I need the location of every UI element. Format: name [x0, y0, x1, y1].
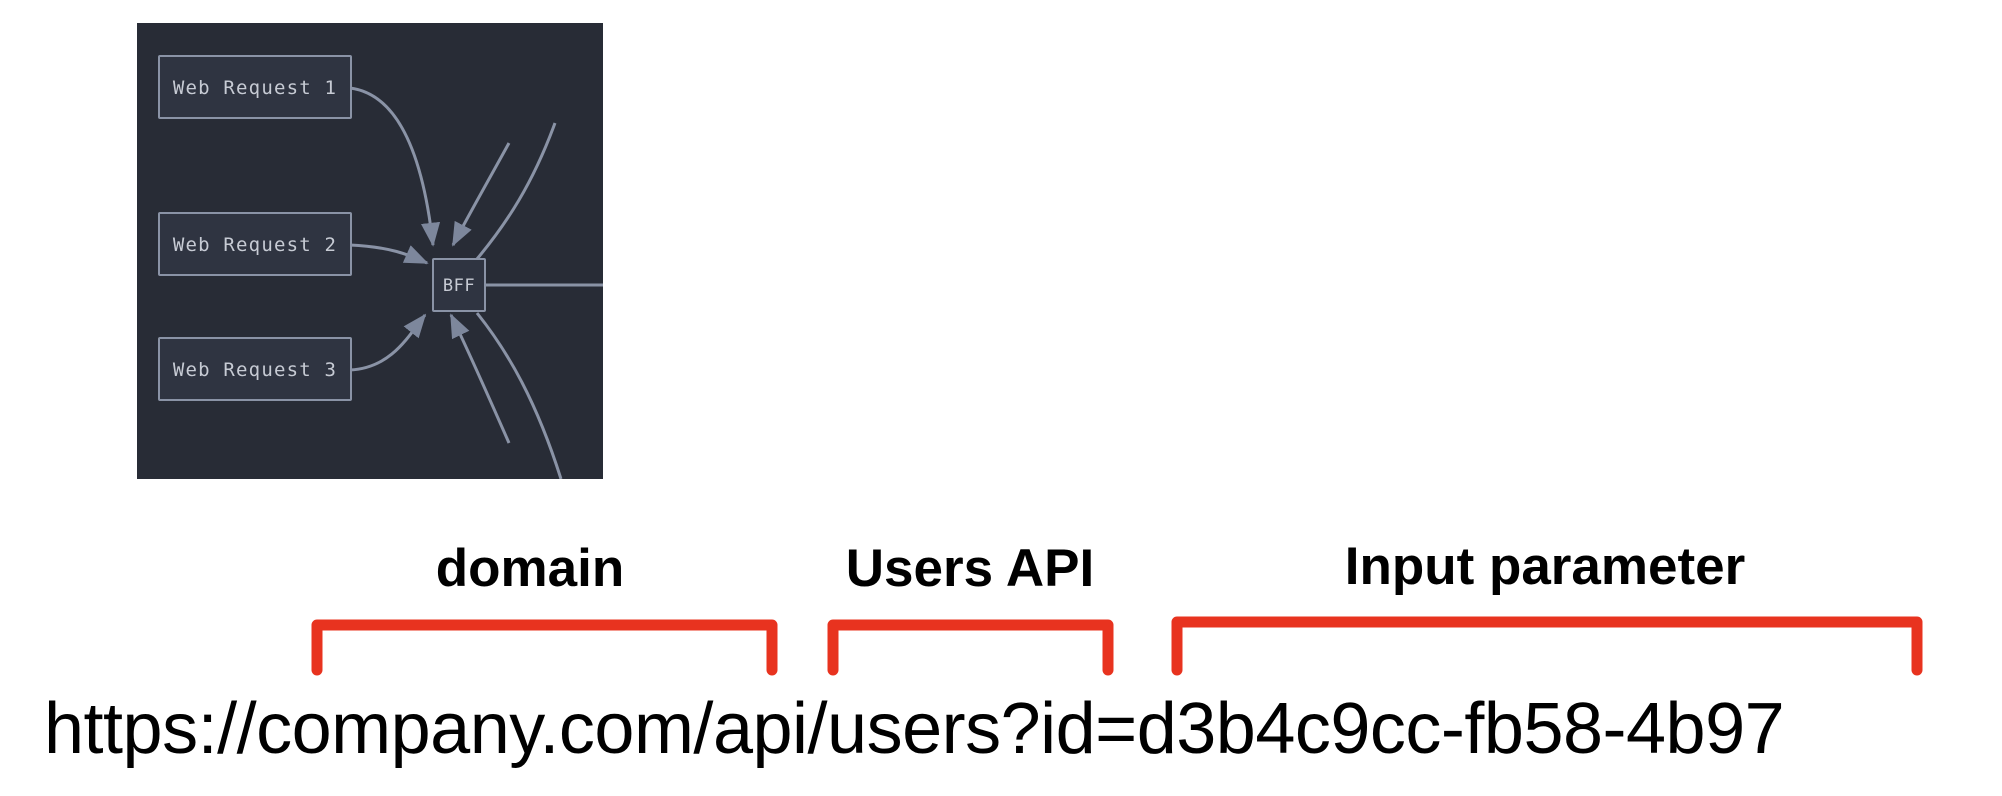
node-web-request-3[interactable]: Web Request 3 — [158, 337, 352, 401]
node-web-request-3-box — [158, 337, 352, 401]
segment-label-input-parameter: Input parameter — [1345, 537, 1746, 596]
node-bff-box — [432, 258, 486, 312]
node-bff-label: BFF — [443, 276, 475, 296]
node-web-request-1-box — [158, 55, 352, 119]
node-web-request-2[interactable]: Web Request 2 — [158, 212, 352, 276]
edge-request1-to-bff — [349, 86, 441, 247]
segment-label-users-api: Users API — [846, 539, 1094, 598]
node-web-request-2-box — [158, 212, 352, 276]
edge-offscreen-bottom-to-bff — [449, 313, 511, 444]
node-web-request-3-label: Web Request 3 — [173, 359, 337, 381]
bracket-users-api — [827, 619, 1114, 676]
url-anatomy-section: domain Users API Input parameter https:/… — [0, 498, 2002, 796]
node-web-request-1[interactable]: Web Request 1 — [158, 55, 352, 119]
edge-bff-to-downstream-upper — [475, 122, 557, 260]
edge-offscreen-top-to-bff — [451, 142, 511, 247]
node-web-request-2-label: Web Request 2 — [173, 234, 337, 256]
node-bff[interactable]: BFF — [432, 258, 486, 312]
architecture-diagram-canvas: Web Request 1 Web Request 2 Web Request … — [137, 23, 603, 479]
edge-request2-to-bff — [349, 243, 429, 265]
bracket-domain — [311, 619, 778, 676]
url-anatomy-canvas: domain Users API Input parameter https:/… — [44, 537, 1923, 769]
edge-bff-to-downstream-lower — [475, 312, 563, 479]
edge-request3-to-bff — [349, 313, 427, 372]
bracket-input-parameter — [1171, 616, 1923, 676]
diagram-edges — [349, 86, 603, 479]
architecture-diagram-panel: Web Request 1 Web Request 2 Web Request … — [137, 23, 603, 479]
segment-label-domain: domain — [436, 539, 624, 598]
node-web-request-1-label: Web Request 1 — [173, 77, 337, 99]
url-string[interactable]: https://company.com/api/users?id=d3b4c9c… — [44, 689, 1785, 769]
